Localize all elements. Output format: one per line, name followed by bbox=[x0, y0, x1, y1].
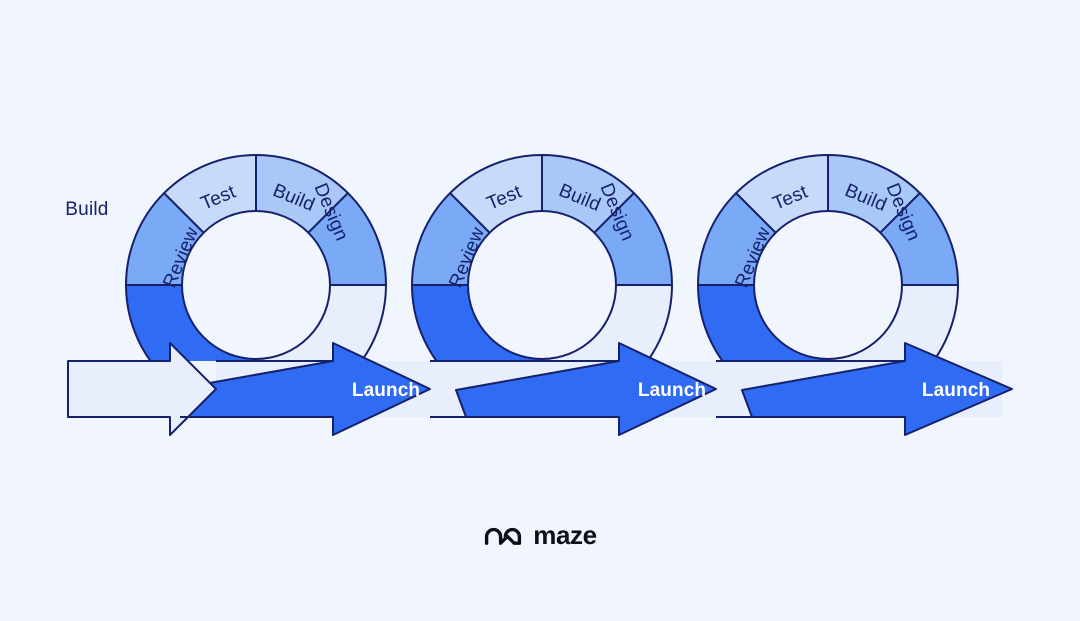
cycle-1-loopback-segment bbox=[126, 285, 256, 361]
launch-label-2: Launch bbox=[638, 380, 706, 401]
start-arrow[interactable] bbox=[67, 342, 217, 436]
cycle-group-1: Build Design Review Test bbox=[65, 154, 430, 417]
cycle-3-outer-arc-outline bbox=[697, 284, 959, 361]
cycle-1-label-build: Build bbox=[65, 199, 108, 220]
cycle-2-inner-arc-outline bbox=[467, 284, 617, 360]
launch-label-3: Launch bbox=[922, 380, 990, 401]
maze-branding: maze bbox=[0, 522, 1080, 548]
maze-wordmark: maze bbox=[533, 520, 597, 550]
cycle-2-loopback-segment bbox=[412, 285, 542, 361]
maze-arches-icon bbox=[485, 527, 522, 545]
cycle-3-inner-arc-outline bbox=[753, 284, 903, 360]
cycle-3-loopback-segment bbox=[698, 285, 828, 361]
cycle-1-inner-arc-outline bbox=[181, 284, 331, 360]
cycle-1-outer-arc-outline bbox=[125, 284, 387, 361]
launch-label-1: Launch bbox=[352, 380, 420, 401]
cycle-2-outer-arc-outline bbox=[411, 284, 673, 361]
